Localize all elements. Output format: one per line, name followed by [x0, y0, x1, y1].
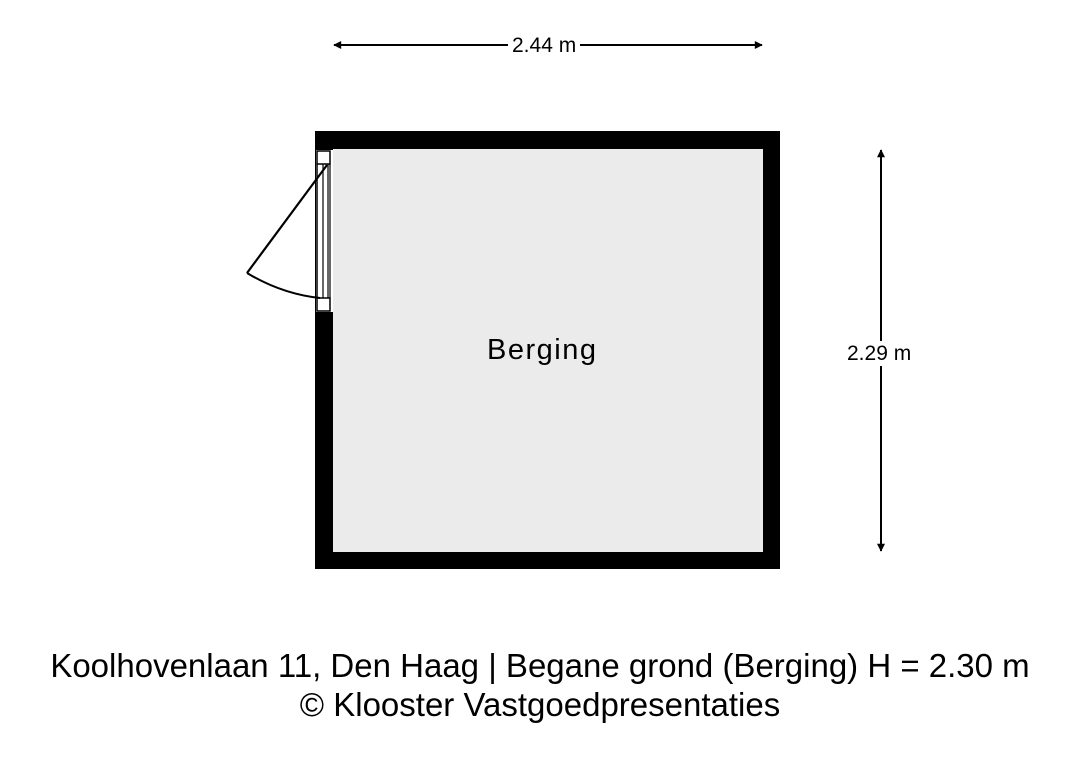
room-floor [333, 149, 763, 552]
depth-dimension-label: 2.29 m [843, 341, 916, 366]
caption-address: Koolhovenlaan 11, Den Haag | Begane gron… [50, 647, 1030, 684]
width-dimension-label: 2.44 m [508, 35, 581, 56]
caption-copyright: © Klooster Vastgoedpresentaties [299, 686, 781, 723]
door-swing-arc [246, 272, 321, 299]
caption: Koolhovenlaan 11, Den Haag | Begane gron… [0, 646, 1080, 724]
door [246, 150, 333, 312]
door-leaf [246, 164, 328, 274]
room-label: Berging [487, 334, 598, 366]
